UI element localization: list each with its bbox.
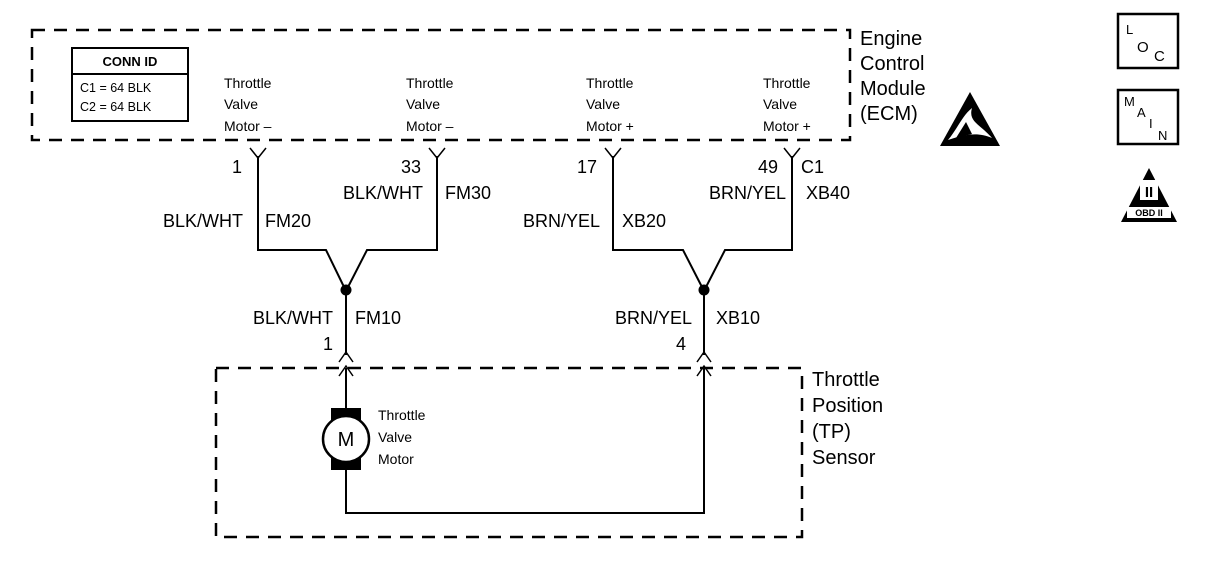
svg-text:Throttle: Throttle [224,75,272,91]
svg-text:Motor +: Motor + [763,118,811,134]
svg-text:Motor –: Motor – [224,118,272,134]
svg-text:Module: Module [860,78,926,100]
svg-text:L: L [1126,22,1133,37]
wire-fm20 [257,156,346,290]
wire-circuit-label: XB40 [806,183,850,203]
tp-sensor-boundary [214,366,804,539]
wire-fm30 [346,156,438,290]
ecm-connector-pins [249,147,801,160]
sensor-pin-number: 1 [323,334,333,354]
svg-text:I: I [1149,116,1153,131]
svg-text:OBD II: OBD II [1135,208,1163,218]
svg-text:Engine: Engine [860,28,922,50]
ecm-pin-number: 17 [577,157,597,177]
throttle-motor-symbol: M [321,408,371,470]
wire-color-label: BLK/WHT [253,308,333,328]
ecm-terminal-33-label: Throttle Valve Motor – [406,75,454,134]
conn-id-box: CONN ID C1 = 64 BLK C2 = 64 BLK [71,47,189,122]
wire-color-label: BRN/YEL [709,183,786,203]
svg-text:(TP): (TP) [812,421,851,443]
esd-warning-icon [940,92,1000,146]
conn-id-title: CONN ID [103,54,158,69]
wire-xb20 [612,156,704,290]
svg-text:Sensor: Sensor [812,447,876,469]
svg-text:Valve: Valve [586,96,620,112]
svg-text:N: N [1158,128,1167,143]
sensor-pin-number: 4 [676,334,686,354]
svg-text:Motor +: Motor + [586,118,634,134]
conn-id-row: C2 = 64 BLK [80,100,152,114]
svg-text:Valve: Valve [224,96,258,112]
wire-circuit-label: FM30 [445,183,491,203]
throttle-motor-label: Throttle Valve Motor [378,407,426,467]
ecm-terminal-17-label: Throttle Valve Motor + [586,75,634,134]
ecm-terminal-1-label: Throttle Valve Motor – [224,75,272,134]
location-icon: L O C [1116,12,1180,70]
svg-text:Throttle: Throttle [812,369,880,391]
svg-text:Motor: Motor [378,451,414,467]
conn-id-row: C1 = 64 BLK [80,81,152,95]
svg-text:Valve: Valve [378,429,412,445]
ecm-terminal-49-label: Throttle Valve Motor + [763,75,811,134]
wire-color-label: BLK/WHT [343,183,423,203]
main-icon: M A I N [1116,88,1180,146]
motor-lead-return [345,368,705,514]
wire-color-label: BLK/WHT [163,211,243,231]
svg-text:Throttle: Throttle [763,75,811,91]
svg-text:O: O [1137,39,1149,56]
motor-symbol-letter: M [338,429,355,451]
wire-circuit-label: XB20 [622,211,666,231]
svg-text:Throttle: Throttle [378,407,426,423]
svg-text:Valve: Valve [406,96,440,112]
ecm-pin-number: 33 [401,157,421,177]
svg-text:C: C [1154,48,1165,65]
ecm-pin-number: 49 [758,157,778,177]
svg-text:M: M [1124,94,1135,109]
svg-text:Throttle: Throttle [586,75,634,91]
wire-circuit-label: FM20 [265,211,311,231]
sensor-connector-pins [338,350,712,377]
svg-text:Control: Control [860,53,924,75]
ecm-title: Engine Control Module (ECM) [860,28,926,125]
wire-circuit-label: FM10 [355,308,401,328]
ecm-connector-id: C1 [801,157,824,177]
svg-text:Valve: Valve [763,96,797,112]
svg-text:Throttle: Throttle [406,75,454,91]
ecm-boundary [30,28,852,142]
wire-color-label: BRN/YEL [615,308,692,328]
tp-sensor-title: Throttle Position (TP) Sensor [812,369,883,469]
wire-xb40 [704,156,793,290]
obd-ii-icon: II OBD II [1121,168,1177,222]
ecm-pin-number: 1 [232,157,242,177]
svg-text:A: A [1137,105,1146,120]
svg-text:Motor –: Motor – [406,118,454,134]
svg-text:Position: Position [812,395,883,417]
wire-circuit-label: XB10 [716,308,760,328]
svg-text:(ECM): (ECM) [860,103,918,125]
wire-color-label: BRN/YEL [523,211,600,231]
svg-text:II: II [1145,184,1153,201]
